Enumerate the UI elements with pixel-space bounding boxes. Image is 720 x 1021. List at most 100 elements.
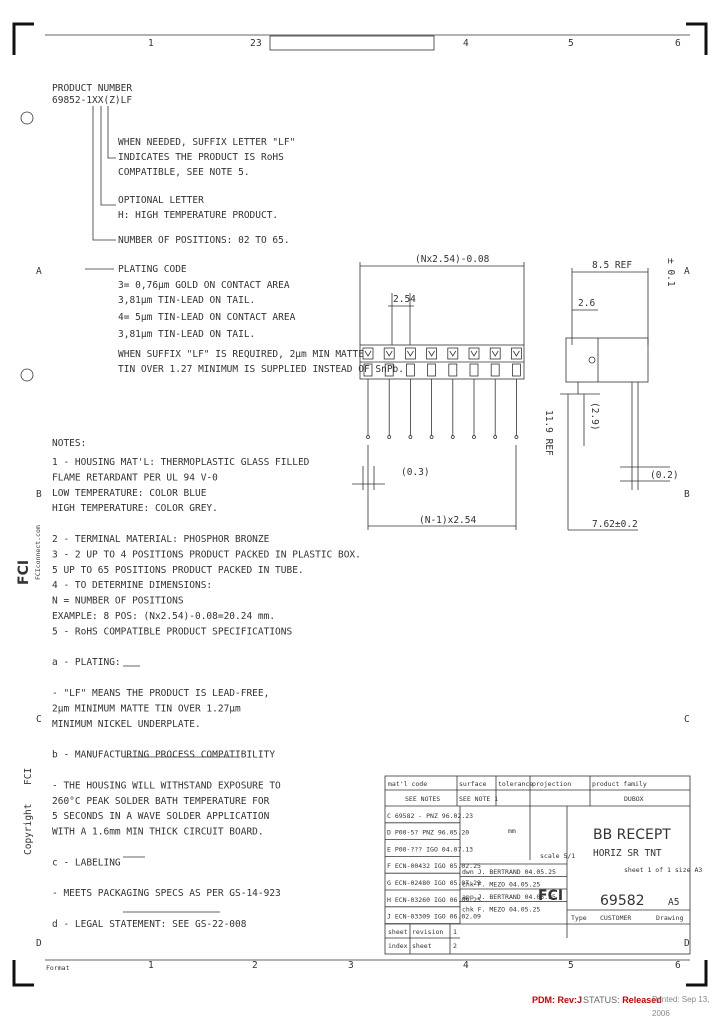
zone-bottom-6: 6 [675, 960, 681, 971]
printed-date: Printed: Sep 13, 2006 [652, 995, 710, 1018]
note-line: 2 - TERMINAL MATERIAL: PHOSPHOR BRONZE [52, 534, 270, 545]
revision-value: A5 [668, 897, 679, 908]
note-line: d - LEGAL STATEMENT: SEE GS-22-008 [52, 919, 247, 930]
dim-height-ref: 11.9 REF [543, 410, 554, 456]
hdr-product-family: product family [592, 780, 647, 788]
dim-pitch: 2.54 [393, 294, 416, 305]
val-matl-code: SEE NOTES [405, 795, 440, 803]
format-label: Format [46, 964, 70, 972]
contact-mark [428, 350, 435, 357]
leader-positions [92, 106, 116, 241]
dim-depth: 7.62±0.2 [592, 519, 638, 530]
index-label-sheet-2: sheet [412, 942, 432, 950]
pin-tip [450, 435, 455, 439]
contact-mark [491, 350, 499, 357]
plating-4: 4= 5µm TIN-LEAD ON CONTACT AREA [118, 312, 296, 323]
note-line: LOW TEMPERATURE: COLOR BLUE [52, 488, 207, 499]
note-line: b - MANUFACTURING PROCESS COMPATIBILITY [52, 750, 275, 761]
val-product-family: DUBOX [624, 795, 644, 803]
zone-right-c: C [684, 714, 690, 725]
notes-block: NOTES: 1 - HOUSING MAT'L: THERMOPLASTIC … [52, 438, 361, 930]
status-label: STATUS: [583, 995, 620, 1005]
note-line: 4 - TO DETERMINE DIMENSIONS: [52, 580, 212, 591]
zone-top-5: 5 [568, 38, 574, 49]
contact-cavity [362, 347, 374, 360]
positions-note: NUMBER OF POSITIONS: 02 TO 65. [118, 235, 290, 246]
dim-span: (N-1)x2.54 [419, 515, 476, 526]
val-surface: SEE NOTE 1 [459, 795, 498, 803]
revision-row: H ECN-03260 IGO 06.09.25 [387, 896, 481, 904]
revision-row: F ECN-00432 IGO 05.02.25 [387, 862, 481, 870]
punch-hole [20, 368, 34, 382]
contact-body [512, 363, 521, 377]
type-value: CUSTOMER [600, 914, 631, 922]
approval-row: chk F. MEZO 04.05.25 [462, 881, 540, 889]
contact-body [405, 363, 415, 377]
zone-top-4: 4 [463, 38, 469, 49]
zone-right-b: B [684, 489, 690, 500]
note-line: 1 - HOUSING MAT'L: THERMOPLASTIC GLASS F… [52, 457, 310, 468]
connector-side-view: 8.5 REF 2.6 ± 0.1 11.9 REF (2.9) (0.2) 7… [543, 258, 679, 531]
note-line: - THE HOUSING WILL WITHSTAND EXPOSURE TO [52, 780, 281, 791]
zone-top-3: 3 [256, 38, 262, 49]
note-line: 5 SECONDS IN A WAVE SOLDER APPLICATION [52, 811, 270, 822]
zone-top-1: 1 [148, 38, 154, 49]
index-value-1: 1 [453, 928, 457, 936]
copyright-holder: FCI [23, 768, 34, 785]
revision-row: C 69582 - PNZ 96.02.23 [387, 812, 473, 820]
approval-row: app J. BERTRAND 04.05.25 [462, 893, 556, 901]
plating-5: 3,81µm TIN-LEAD ON TAIL. [118, 329, 255, 340]
fci-logo-side: FCI [16, 560, 32, 585]
copyright-text: Copyright FCI [23, 768, 34, 855]
contact-mark [449, 350, 457, 357]
lf-note-3: COMPATIBLE, SEE NOTE 5. [118, 167, 250, 178]
note-line: 5 UP TO 65 POSITIONS PRODUCT PACKED IN T… [52, 565, 304, 576]
approval-row: dwn J. BERTRAND 04.05.25 [462, 868, 556, 876]
contact-mark [513, 350, 520, 357]
drawing-title-2: HORIZ SR TNT [593, 848, 662, 859]
contact-body [363, 363, 373, 377]
plating-7: TIN OVER 1.27 MINIMUM IS SUPPLIED INSTEA… [118, 364, 404, 375]
note-line: - "LF" MEANS THE PRODUCT IS LEAD-FREE, [52, 688, 269, 699]
pin-tip [472, 435, 476, 439]
contact-cavity [510, 347, 522, 360]
connector-front-view: (Nx2.54)-0.08 2.54 (0.3) (N-1)x2.54 [352, 254, 525, 530]
approval-row: chk F. MEZO 04.05.25 [462, 906, 540, 914]
note-line: N = NUMBER OF POSITIONS [52, 596, 184, 607]
approval-rows: dwn J. BERTRAND 04.05.25 chk F. MEZO 04.0… [460, 863, 567, 914]
zone-bottom-4: 4 [463, 960, 469, 971]
lf-note-2: INDICATES THE PRODUCT IS RoHS [118, 152, 284, 163]
hdr-tolerance: tolerance [498, 780, 533, 788]
fci-url: FCIconnect.com [34, 525, 42, 580]
product-number-title: PRODUCT NUMBER [52, 83, 132, 94]
zone-top-6: 6 [675, 38, 681, 49]
note-line: HIGH TEMPERATURE: COLOR GREY. [52, 503, 218, 514]
lf-note-1: WHEN NEEDED, SUFFIX LETTER "LF" [118, 137, 295, 148]
type-label: Type [571, 914, 587, 922]
dim-tail-right: (0.2) [650, 470, 679, 481]
contact-cavity [468, 347, 480, 360]
note-line: WITH A 1.6mm MIN THICK CIRCUIT BOARD. [52, 827, 264, 838]
note-line: MINIMUM NICKEL UNDERPLATE. [52, 719, 201, 730]
zone-left-c: C [36, 714, 42, 725]
hdr-matl-code: mat'l code [388, 780, 427, 788]
header-box [269, 35, 435, 51]
revision-row: G ECN-02480 IGO 05.07.29 [387, 879, 481, 887]
sheet-info: sheet 1 of 1 size A3 [624, 866, 702, 874]
zone-bottom-1: 1 [148, 960, 154, 971]
leader-lf [107, 106, 116, 159]
zone-right-d: D [684, 938, 690, 949]
contact-cavity [447, 347, 459, 360]
note-line: 3 - 2 UP TO 4 POSITIONS PRODUCT PACKED I… [52, 549, 361, 560]
revision-row: E P00-??? IGO 04.07.13 [387, 845, 473, 853]
drawing-title-1: BB RECEPT [593, 827, 671, 843]
dim-side-tol: ± 0.1 [665, 258, 676, 287]
zone-left-d: D [36, 938, 42, 949]
contact-body [384, 363, 394, 377]
pin-tip [514, 435, 519, 439]
contact-body [469, 363, 479, 377]
dim-overall: (Nx2.54)-0.08 [415, 254, 490, 265]
pin-tip [493, 435, 498, 439]
note-line: 260°C PEAK SOLDER BATH TEMPERATURE FOR [52, 796, 270, 807]
